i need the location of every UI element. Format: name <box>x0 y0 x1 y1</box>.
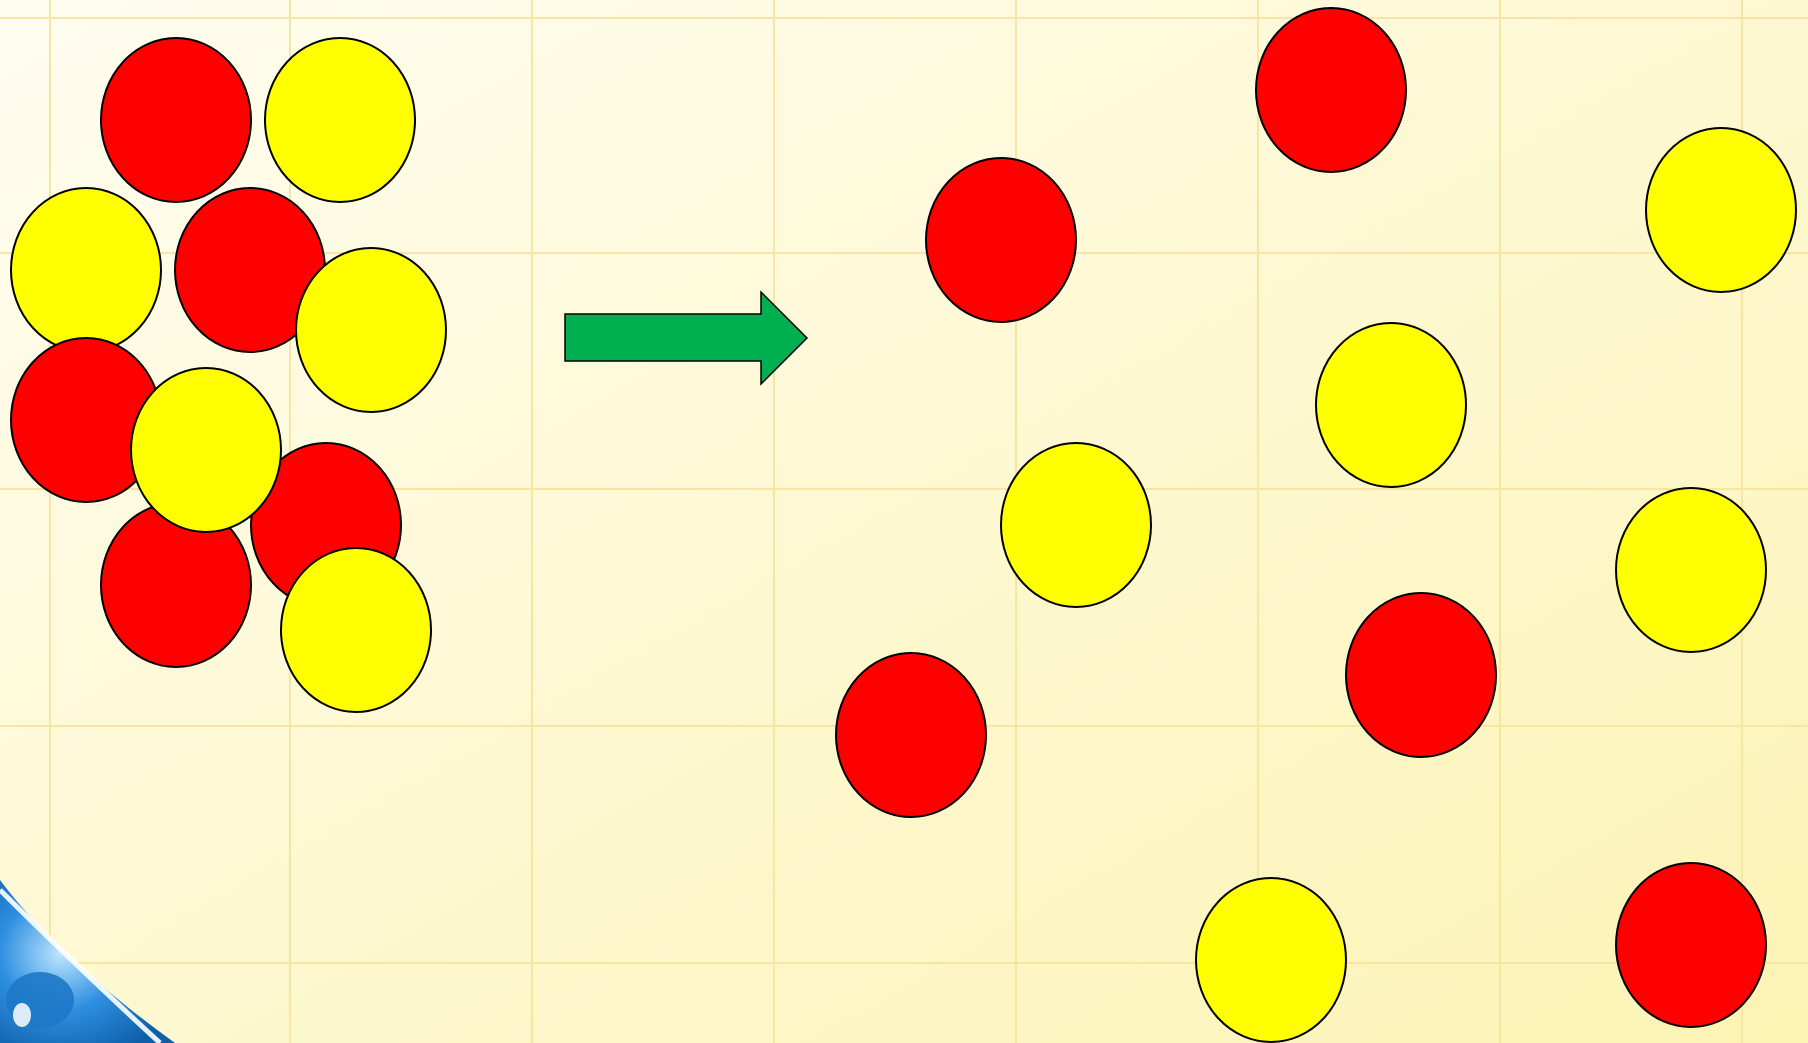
yellow-particle <box>1001 443 1151 607</box>
yellow-particle <box>131 368 281 532</box>
red-particle <box>836 653 986 817</box>
yellow-particle <box>296 248 446 412</box>
yellow-particle <box>1616 488 1766 652</box>
red-particle <box>1256 8 1406 172</box>
yellow-particle <box>281 548 431 712</box>
yellow-particle <box>1316 323 1466 487</box>
yellow-particle <box>11 188 161 352</box>
yellow-particle <box>265 38 415 202</box>
red-particle <box>1616 863 1766 1027</box>
yellow-particle <box>1646 128 1796 292</box>
red-particle <box>926 158 1076 322</box>
red-particle <box>101 38 251 202</box>
yellow-particle <box>1196 878 1346 1042</box>
red-particle <box>1346 593 1496 757</box>
